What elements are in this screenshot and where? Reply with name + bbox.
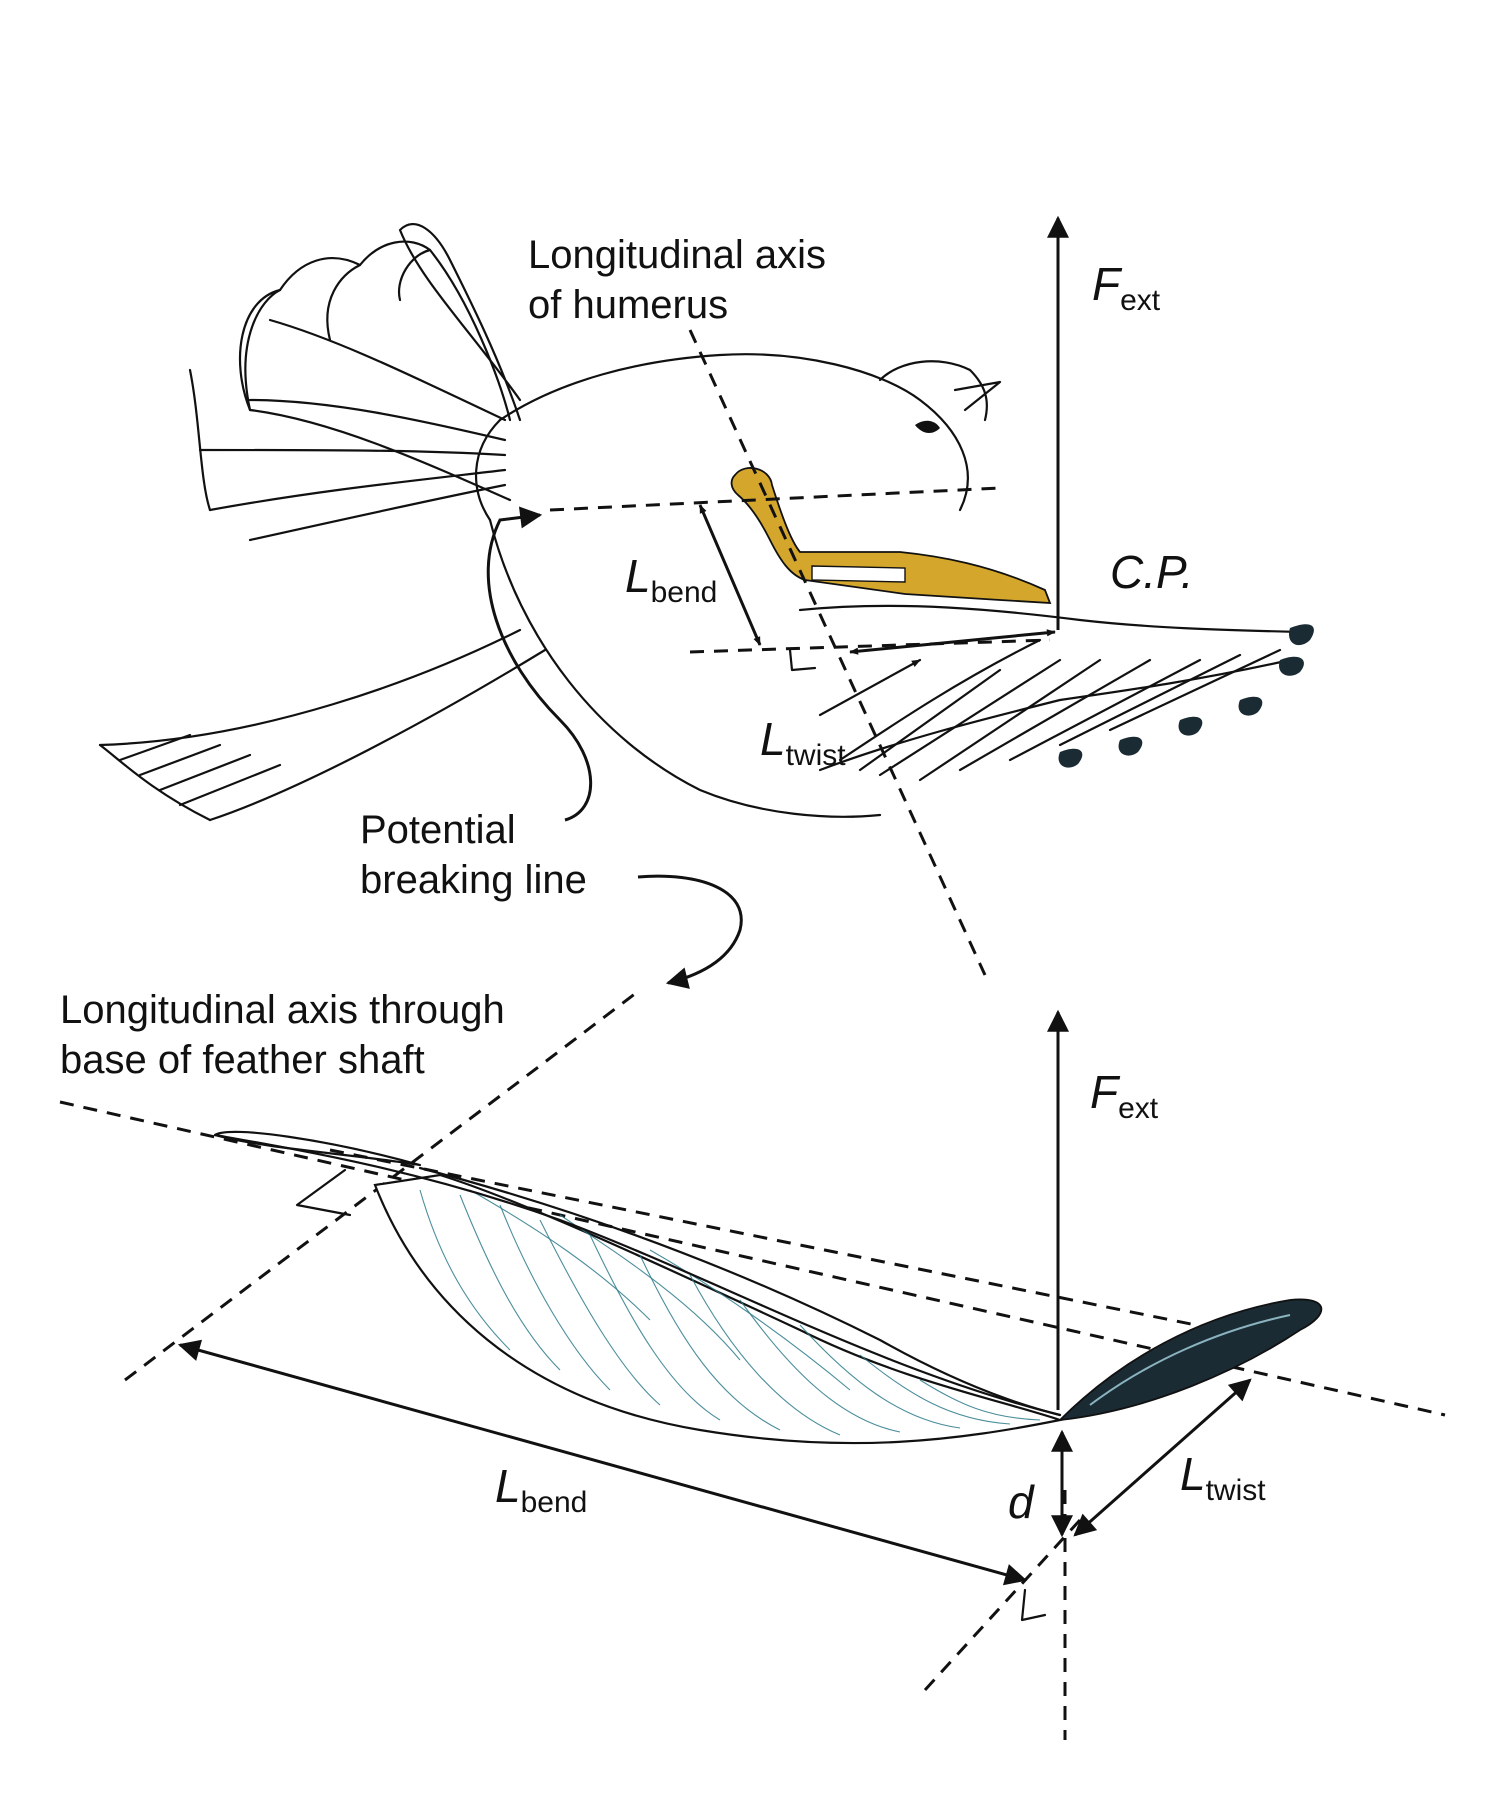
right-angle-mark-lower bbox=[1020, 1588, 1047, 1622]
far-wing bbox=[798, 604, 1314, 782]
humerus-axis-label-line2: of humerus bbox=[528, 283, 728, 327]
bend-label-upper: Lbend bbox=[625, 550, 717, 609]
tail-feathers bbox=[188, 223, 522, 542]
cp-label: C.P. bbox=[1110, 546, 1194, 598]
feather-rachis-dash bbox=[329, 1148, 1271, 1342]
bend-arrow-lower bbox=[177, 1339, 1028, 1586]
humerus-axis-line bbox=[688, 329, 987, 976]
humerus-axis-label-line1: Longitudinal axis bbox=[528, 233, 826, 277]
feather-vane bbox=[373, 1173, 1065, 1445]
upper-horizontal-dash bbox=[549, 486, 1001, 512]
breaking-line-label-line2: breaking line bbox=[360, 858, 587, 902]
twist-label-lower: Ltwist bbox=[1180, 1448, 1266, 1507]
right-angle-mark-base bbox=[295, 1168, 352, 1217]
twist-arrow-upper bbox=[849, 629, 1056, 655]
shaft-axis-label-line2: base of feather shaft bbox=[60, 1038, 425, 1082]
twist-arrow-lower bbox=[1073, 1378, 1252, 1537]
breaking-line-label-line1: Potential bbox=[360, 808, 516, 852]
bird-body bbox=[474, 353, 1002, 818]
feather-illustration bbox=[59, 988, 1446, 1740]
wing-bones bbox=[730, 467, 1052, 604]
force-label-upper: Fext bbox=[1092, 258, 1161, 317]
labels: Longitudinal axis of humerus Fext C.P. L… bbox=[60, 233, 1266, 1528]
near-wing bbox=[98, 628, 547, 822]
twist-label-upper: Ltwist bbox=[760, 713, 846, 772]
feather-calamus bbox=[213, 1130, 422, 1167]
right-angle-mark-upper bbox=[788, 648, 817, 672]
deflection-label: d bbox=[1008, 1476, 1035, 1528]
breaking-line-pointer-lower bbox=[637, 874, 743, 989]
shaft-axis-label-line1: Longitudinal axis through bbox=[60, 988, 505, 1032]
bend-arrow-upper bbox=[698, 504, 762, 646]
lower-diagonal-dash bbox=[923, 1518, 1082, 1692]
breaking-line-pointer-upper bbox=[486, 506, 593, 822]
force-label-lower: Fext bbox=[1090, 1066, 1159, 1125]
bend-label-lower: Lbend bbox=[495, 1460, 587, 1519]
bird-illustration bbox=[98, 215, 1314, 989]
twist-leader bbox=[818, 658, 922, 717]
